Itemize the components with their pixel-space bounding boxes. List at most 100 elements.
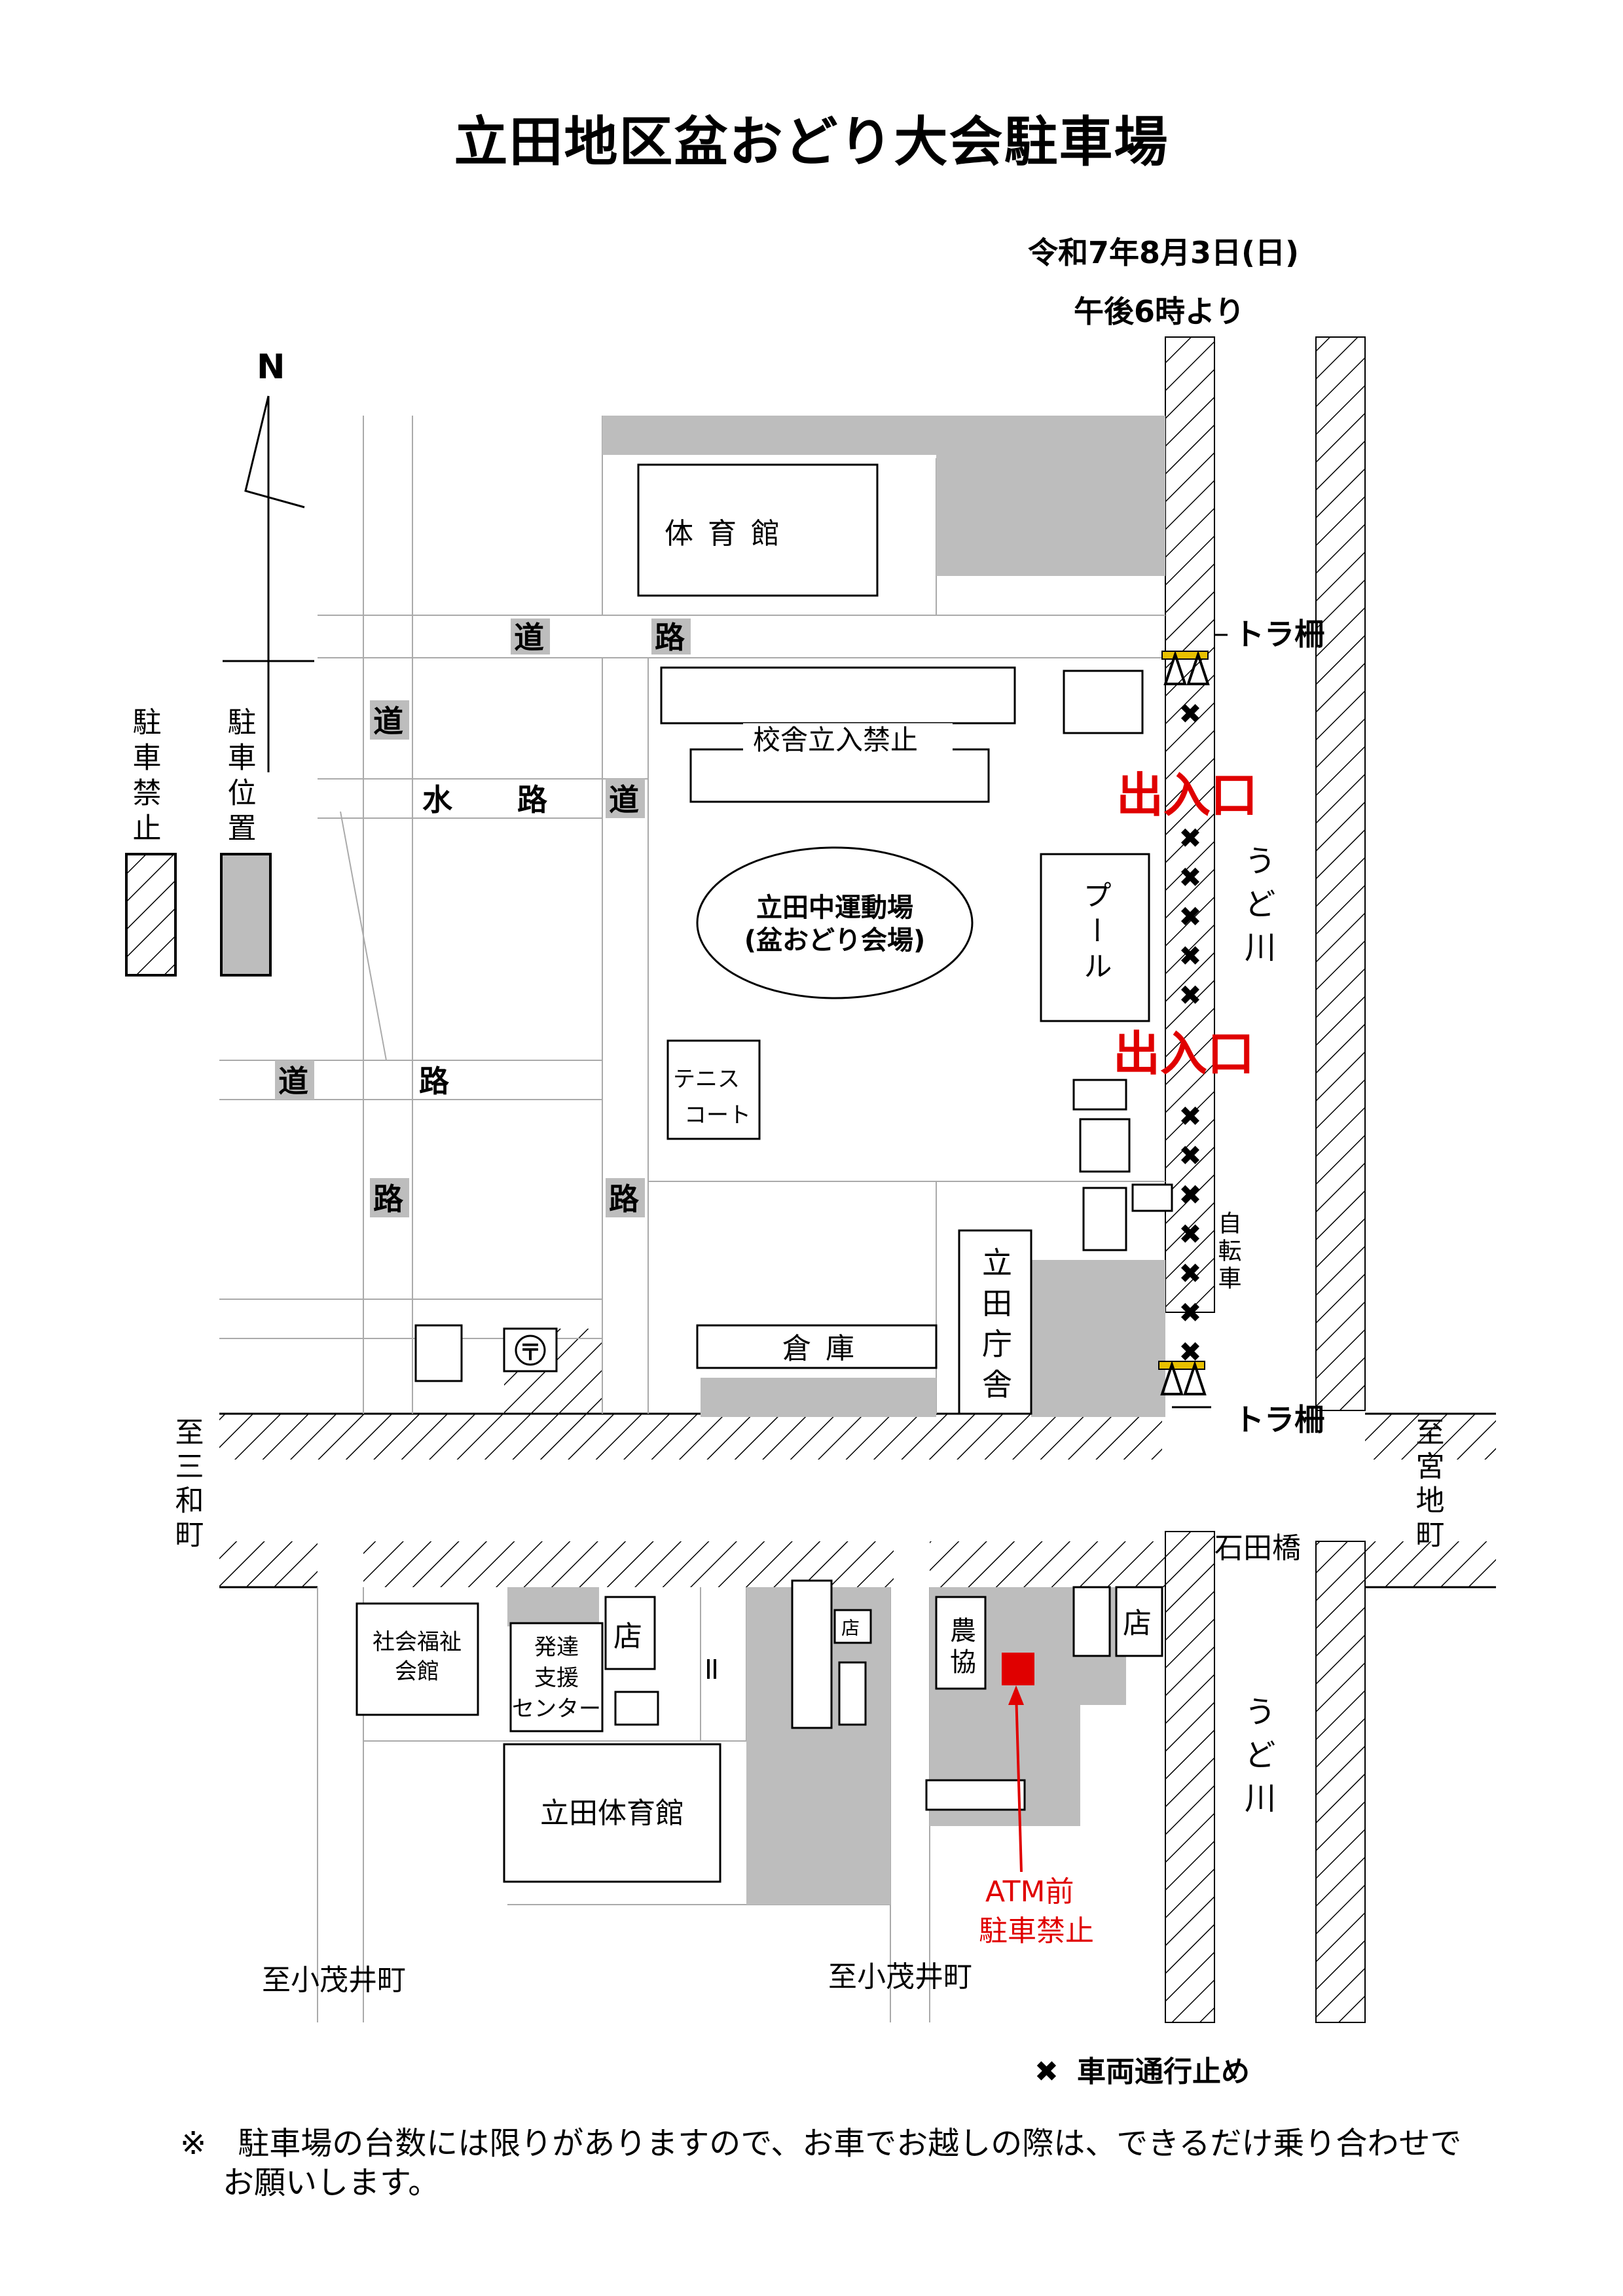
svg-text:✖: ✖ [1178, 698, 1201, 730]
small-building-3 [838, 1661, 867, 1726]
road-hatch-se [1365, 1541, 1496, 1587]
notice-line-2: お願いします。 [223, 2164, 440, 2201]
ja-label: 農協 [945, 1617, 976, 1679]
small-building-2 [614, 1691, 659, 1726]
school-label: 校舎立入禁止 [753, 724, 918, 756]
barrier-label-north: トラ柵 [1234, 617, 1324, 652]
river-label-north: うど川 [1239, 844, 1275, 974]
svg-text:✖: ✖ [1178, 822, 1201, 854]
to-komoi-label-2: 至小茂井町 [828, 1960, 972, 1994]
svg-text:道: 道 [609, 782, 639, 817]
svg-text:✖: ✖ [1178, 1297, 1201, 1329]
riverbank-west [1165, 336, 1215, 1313]
barrier-label-south: トラ柵 [1234, 1402, 1324, 1437]
road-closed-legend-mark: ✖ [1034, 2055, 1059, 2089]
river-label-south: うど川 [1239, 1695, 1275, 1825]
tennis-label-1: テニス [673, 1066, 740, 1092]
svg-text:道: 道 [514, 620, 544, 655]
road-hatch-s2 [930, 1541, 1165, 1587]
tennis-court [666, 1039, 761, 1140]
welfare-label-1: 社会福祉 [373, 1629, 462, 1655]
svg-text:路: 路 [517, 782, 548, 817]
svg-text:路: 路 [655, 620, 685, 655]
shop-1 [604, 1596, 656, 1670]
legend: 駐車禁止 駐車位置 [125, 707, 272, 977]
svg-text:✖: ✖ [1178, 1100, 1201, 1132]
svg-text:路: 路 [373, 1181, 404, 1217]
ja-building [935, 1596, 987, 1690]
road-label-boxes: 道 路 道 道 水 路 道 路 路 路 [275, 619, 691, 1217]
event-time: 午後6時より [1074, 294, 1245, 329]
pool-building [1040, 853, 1150, 1022]
shop-3 [1115, 1586, 1163, 1657]
entrance-label-south: 出入口 [1113, 1026, 1254, 1081]
legend-parking-label: 駐車位置 [223, 707, 256, 848]
atm-marker [1002, 1653, 1034, 1685]
gray-areas [507, 416, 1165, 1905]
school-building-2 [689, 748, 990, 803]
svg-text:道: 道 [278, 1064, 308, 1099]
pool-label: プール [1078, 880, 1112, 986]
shop-3-label: 店 [1123, 1607, 1152, 1640]
north-arrow-icon: N [223, 348, 314, 772]
office-label: 立田庁舎 [977, 1247, 1013, 1409]
ground-label-1: 立田中運動場 [756, 893, 913, 923]
long-building [791, 1579, 833, 1729]
bicycle-label: 自転車 [1214, 1211, 1241, 1293]
svg-text:✖: ✖ [1178, 979, 1201, 1011]
support-center [509, 1622, 604, 1732]
svg-text:✖: ✖ [1178, 1179, 1201, 1211]
to-miyaji-label: 至宮地町 [1411, 1417, 1444, 1553]
atm-label-2: 駐車禁止 [979, 1914, 1094, 1948]
shop-1-label: 店 [613, 1620, 642, 1653]
svg-text:✖: ✖ [1178, 1257, 1201, 1289]
svg-text:✖: ✖ [1178, 901, 1201, 933]
shop-2-label: 店 [841, 1617, 860, 1639]
road-hatch-sw [219, 1541, 318, 1587]
to-sanwa-label: 至三和町 [170, 1417, 204, 1553]
ground-oval [696, 846, 974, 999]
svg-text:〒: 〒 [519, 1340, 541, 1366]
road-hatch-north [219, 1414, 1162, 1460]
svg-text:✖: ✖ [1178, 1139, 1201, 1172]
shop-2 [833, 1609, 872, 1644]
small-buildings [414, 1079, 1173, 1657]
barrier-icon [1161, 650, 1210, 685]
welfare-hall [356, 1602, 479, 1716]
svg-text:✖: ✖ [1178, 861, 1201, 893]
riverbank-west-south [1165, 1531, 1215, 2023]
gym-building [637, 463, 879, 597]
event-date: 令和7年8月3日(日) [1028, 235, 1300, 270]
entrance-label-north: 出入口 [1116, 768, 1258, 823]
school-building-1 [660, 666, 1016, 725]
svg-text:路: 路 [419, 1064, 450, 1099]
svg-text:道: 道 [373, 704, 403, 739]
road-hatch-s1 [363, 1541, 894, 1587]
support-label-2: 支援 [534, 1665, 579, 1691]
north-label: N [257, 348, 285, 387]
shed-1 [1063, 670, 1144, 734]
notice-line-1: ※ 駐車場の台数には限りがありますので、お車でお越しの際は、できるだけ乗り合わせ… [180, 2125, 1462, 2162]
support-label-1: 発達 [534, 1634, 579, 1660]
gym-label: 体育館 [665, 517, 794, 550]
warehouse-building [696, 1324, 938, 1369]
legend-no-parking-swatch [125, 853, 177, 977]
tatsuta-gym [503, 1743, 721, 1883]
ishida-bridge-label: 石田橋 [1214, 1532, 1301, 1565]
to-komoi-label-1: 至小茂井町 [262, 1964, 406, 1997]
office-building [958, 1229, 1032, 1415]
atm-label-1: ATM前 [985, 1875, 1074, 1909]
ground-label-2: (盆おどり会場) [744, 925, 926, 956]
page-title: 立田地区盆おどり大会駐車場 [454, 111, 1169, 173]
legend-parking-swatch [220, 853, 272, 977]
support-label-3: センター [512, 1696, 601, 1722]
svg-text:路: 路 [609, 1181, 640, 1217]
svg-text:✖: ✖ [1178, 940, 1201, 972]
welfare-label-2: 会館 [395, 1659, 439, 1685]
road-hatch-ne [1365, 1414, 1496, 1460]
tatsuta-gym-label: 立田体育館 [540, 1797, 684, 1830]
riverbank-east [1315, 336, 1366, 1411]
barrier-icon [1158, 1360, 1207, 1395]
svg-text:✖: ✖ [1178, 1336, 1201, 1368]
